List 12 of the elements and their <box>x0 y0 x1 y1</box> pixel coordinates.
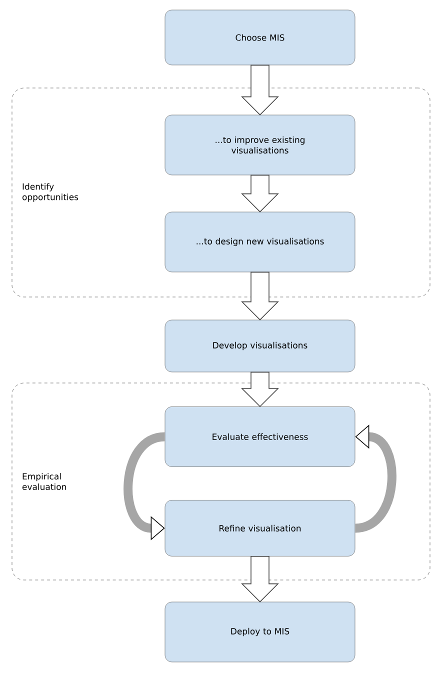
process-box: Evaluate effectiveness <box>164 406 356 467</box>
process-box: ...to design new visualisations <box>164 212 356 272</box>
process-box: Develop visualisations <box>164 320 356 372</box>
process-box: Deploy to MIS <box>164 602 356 662</box>
block-arrow <box>241 272 279 320</box>
block-arrow <box>241 556 279 602</box>
block-arrow <box>241 64 279 116</box>
process-box: Choose MIS <box>164 10 356 66</box>
process-box: ...to improve existing visualisations <box>164 114 356 176</box>
block-arrow <box>241 174 279 212</box>
block-arrow <box>241 372 279 408</box>
process-box: Refine visualisation <box>164 500 356 556</box>
